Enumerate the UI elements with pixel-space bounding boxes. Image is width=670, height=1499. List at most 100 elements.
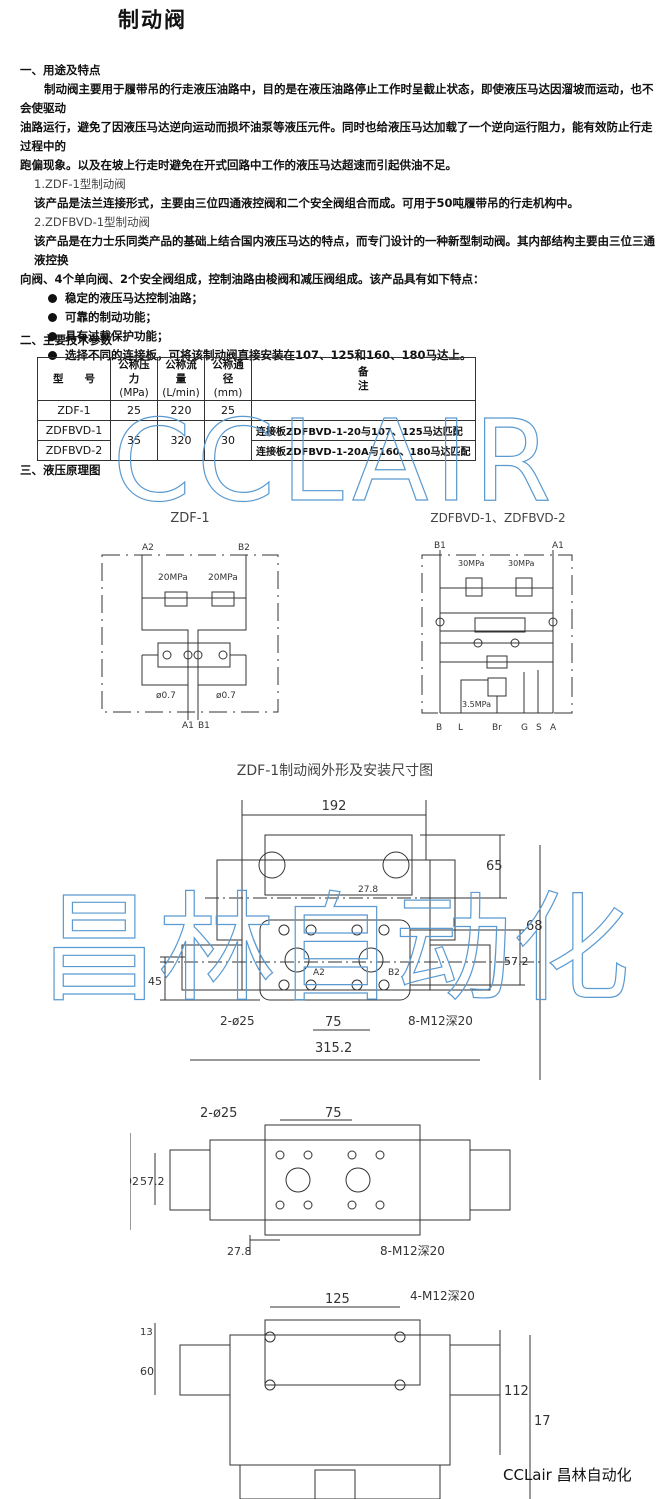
section3-heading: 三、液压原理图 bbox=[20, 463, 101, 477]
port-label: Br bbox=[492, 723, 502, 733]
header-unit: (MPa) bbox=[119, 387, 149, 399]
watermark-changlin: 昌林自动化 bbox=[39, 880, 630, 1010]
outline-view-front: 192 65 68 57.2 45 27.8 75 315.2 A2 B2 2-… bbox=[148, 799, 543, 1080]
bullet-icon bbox=[48, 332, 57, 341]
dim-label: 27.8 bbox=[227, 1245, 252, 1258]
cell-model: ZDF-1 bbox=[37, 400, 111, 421]
port-label: A2 bbox=[313, 968, 325, 978]
feature-text: 具有过载保护功能； bbox=[65, 329, 169, 343]
bullet-icon bbox=[48, 294, 57, 303]
header-unit: (mm) bbox=[213, 387, 243, 399]
col-note: 备注 bbox=[251, 357, 476, 401]
reducer-label: 3.5MPa bbox=[462, 700, 491, 709]
header-text: 公称流量 bbox=[165, 359, 197, 385]
intro-line: 油路运行，避免了因液压马达逆向运动而损坏油泵等液压元件。同时也给液压马达加载了一… bbox=[20, 120, 653, 153]
footer-brand: CCLair 昌林自动化 bbox=[503, 1466, 632, 1484]
schematic-zdfbvd: ZDFBVD-1、ZDFBVD-2 B1 A1 30MPa 30MPa 3.5M… bbox=[421, 511, 573, 733]
dim-label: 315.2 bbox=[315, 1041, 352, 1056]
feature-text: 可靠的制动功能； bbox=[65, 310, 157, 324]
dim-label: 75 bbox=[325, 1015, 342, 1030]
orifice-label: ø0.7 bbox=[156, 691, 176, 701]
dim-label: 13 bbox=[140, 1327, 153, 1338]
dim-label: 65 bbox=[486, 859, 503, 874]
sub1-text: 该产品是法兰连接形式，主要由三位四通液控阀和二个安全阀组合而成。可用于50吨履带… bbox=[34, 196, 579, 210]
spec-table: 型 号 公称压力 (MPa) 公称流量 (L/min) 公称通径(mm) 备注 ZD… bbox=[37, 357, 476, 461]
feature-item: 可靠的制动功能； bbox=[20, 308, 660, 327]
sub2-title: 2.ZDFBVD-1型制动阀 bbox=[34, 215, 151, 229]
intro-line: 跑偏现象。以及在坡上行走时避免在开式回路中工作的液压马达超速而引起供油不足。 bbox=[20, 158, 457, 172]
port-label: B1 bbox=[434, 541, 446, 551]
col-model: 型 号 bbox=[37, 357, 111, 401]
cell-flow: 320 bbox=[157, 420, 205, 461]
header-text: 注 bbox=[358, 380, 369, 392]
port-label: A2 bbox=[142, 543, 154, 553]
schematic-zdf1: ZDF-1 A2 B2 20MPa 20MPa ø0.7 ø0.7 A1 B1 bbox=[101, 511, 279, 731]
cell-model: ZDFBVD-2 bbox=[37, 440, 111, 461]
thread-label: 8-M12深20 bbox=[380, 1244, 445, 1258]
dim-label: 27.8 bbox=[358, 885, 378, 895]
section1-intro: 制动阀主要用于履带吊的行走液压油路中，目的是在液压油路停止工作时呈截止状态，即使… bbox=[20, 80, 660, 365]
drawing-caption: ZDF-1制动阀外形及安装尺寸图 bbox=[236, 763, 434, 779]
port-label: S bbox=[536, 723, 542, 733]
section2-heading: 二、主要技术参数 bbox=[20, 333, 112, 347]
bullet-icon bbox=[48, 351, 57, 360]
page-title: 制动阀 bbox=[118, 8, 187, 32]
relief-label: 30MPa bbox=[508, 559, 535, 568]
sub1-title: 1.ZDF-1型制动阀 bbox=[34, 177, 126, 191]
hole-label: 2-ø25 bbox=[200, 1106, 237, 1121]
col-flow: 公称流量 (L/min) bbox=[157, 357, 205, 401]
watermark-cclair: CCLAIR bbox=[112, 400, 558, 510]
hole-label: 2-ø25 bbox=[220, 1014, 255, 1028]
table-header-row: 型 号 公称压力 (MPa) 公称流量 (L/min) 公称通径(mm) 备注 bbox=[37, 357, 476, 401]
cell-diameter: 30 bbox=[204, 420, 252, 461]
port-label: A1 bbox=[552, 541, 564, 551]
orifice-label: ø0.7 bbox=[216, 691, 236, 701]
watermark-text: 昌林自动化 bbox=[40, 880, 630, 1010]
port-label: L bbox=[458, 723, 463, 733]
col-pressure: 公称压力 (MPa) bbox=[110, 357, 158, 401]
feature-item: 稳定的液压马达控制油路； bbox=[20, 289, 660, 308]
dim-label: 173 bbox=[534, 1414, 550, 1429]
feature-item: 具有过载保护功能； bbox=[20, 327, 660, 346]
sub2-text: 该产品是在力士乐同类产品的基础上结合国内液压马达的特点，而专门设计的一种新型制动… bbox=[34, 234, 655, 267]
relief-label: 30MPa bbox=[458, 559, 485, 568]
thread-label: 8-M12深20 bbox=[408, 1014, 473, 1028]
relief-label: 20MPa bbox=[208, 573, 238, 583]
port-label: A bbox=[550, 723, 557, 733]
dim-label: 68 bbox=[526, 919, 543, 934]
dim-label: 112 bbox=[504, 1384, 529, 1399]
intro-line: 制动阀主要用于履带吊的行走液压油路中，目的是在液压油路停止工作时呈截止状态，即使… bbox=[20, 82, 654, 115]
header-unit: (L/min) bbox=[162, 387, 200, 399]
cell-note: 连接板ZDFBVD-1-20A与160、180马达匹配 bbox=[251, 440, 476, 461]
dim-label: 125 bbox=[325, 1292, 350, 1307]
cell-pressure: 35 bbox=[110, 420, 158, 461]
header-text: 公称压力 bbox=[118, 359, 150, 385]
relief-label: 20MPa bbox=[158, 573, 188, 583]
dim-label: 57.2 bbox=[504, 955, 529, 968]
table-row: ZDF-1 25 220 25 bbox=[37, 400, 476, 421]
header-text: 备 bbox=[358, 366, 369, 378]
feature-text: 稳定的液压马达控制油路； bbox=[65, 291, 203, 305]
dim-label: 57.2 bbox=[140, 1175, 165, 1188]
outline-view-bottom: 2-ø25 75 102 57.2 27.8 8-M12深20 bbox=[130, 1106, 511, 1258]
port-label: G bbox=[521, 723, 528, 733]
section1-heading: 一、用途及特点 bbox=[20, 63, 101, 77]
port-label: B2 bbox=[388, 968, 400, 978]
outline-view-side: 125 13 60 112 173 4-M12深20 bbox=[140, 1289, 550, 1499]
thread-label: 4-M12深20 bbox=[410, 1289, 475, 1303]
bullet-icon bbox=[48, 313, 57, 322]
dim-label: 60 bbox=[140, 1365, 154, 1378]
schematic-title: ZDF-1 bbox=[170, 511, 209, 526]
port-label: B2 bbox=[238, 543, 250, 553]
watermark-text: CCLAIR bbox=[113, 400, 558, 510]
dim-label: 102 bbox=[130, 1175, 139, 1188]
port-label: A1 bbox=[182, 721, 194, 731]
dim-label: 45 bbox=[148, 975, 162, 988]
dim-label: 192 bbox=[322, 799, 347, 814]
port-label: B1 bbox=[198, 721, 210, 731]
sub2-text: 向阀、4个单向阀、2个安全阀组成，控制油路由梭阀和减压阀组成。该产品具有如下特点… bbox=[20, 272, 485, 286]
header-text: 型 号 bbox=[53, 373, 95, 385]
port-label: B bbox=[436, 723, 442, 733]
col-diameter: 公称通径(mm) bbox=[204, 357, 252, 401]
